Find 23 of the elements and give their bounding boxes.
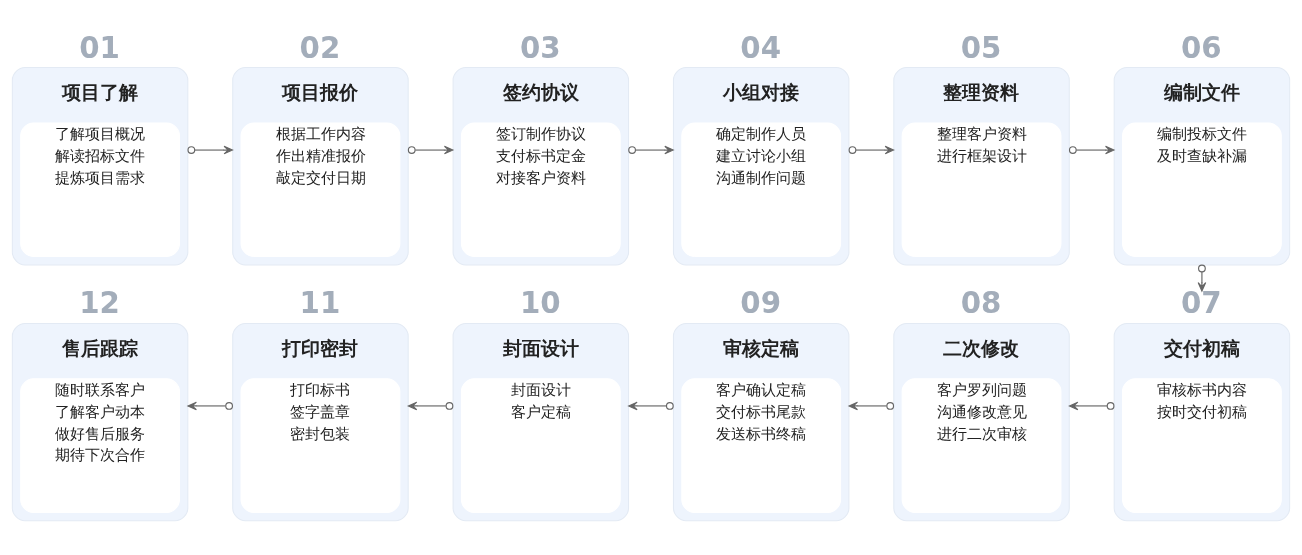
arrow bbox=[407, 145, 454, 154]
node-label: 08 bbox=[960, 285, 1002, 320]
arrow bbox=[1197, 264, 1207, 292]
node-label: 01 bbox=[79, 30, 120, 65]
arrow bbox=[848, 145, 895, 154]
node-label: 11 bbox=[299, 285, 341, 320]
node-label: 04 bbox=[740, 30, 781, 65]
arrow bbox=[187, 401, 234, 410]
node-label: 06 bbox=[1181, 30, 1222, 65]
arrow bbox=[628, 401, 674, 410]
node-label: 09 bbox=[740, 285, 781, 320]
node-label: 02 bbox=[299, 30, 341, 65]
node-label: 07 bbox=[1181, 285, 1222, 320]
node-label: 05 bbox=[960, 30, 1002, 65]
node-label: 03 bbox=[519, 30, 561, 65]
arrow bbox=[1068, 401, 1115, 410]
arrow bbox=[407, 401, 454, 410]
arrow bbox=[187, 145, 234, 154]
arrow bbox=[628, 145, 674, 154]
node-label: 10 bbox=[519, 285, 561, 320]
arrow bbox=[1068, 145, 1115, 154]
node-label: 12 bbox=[79, 285, 120, 320]
arrow bbox=[848, 401, 895, 410]
